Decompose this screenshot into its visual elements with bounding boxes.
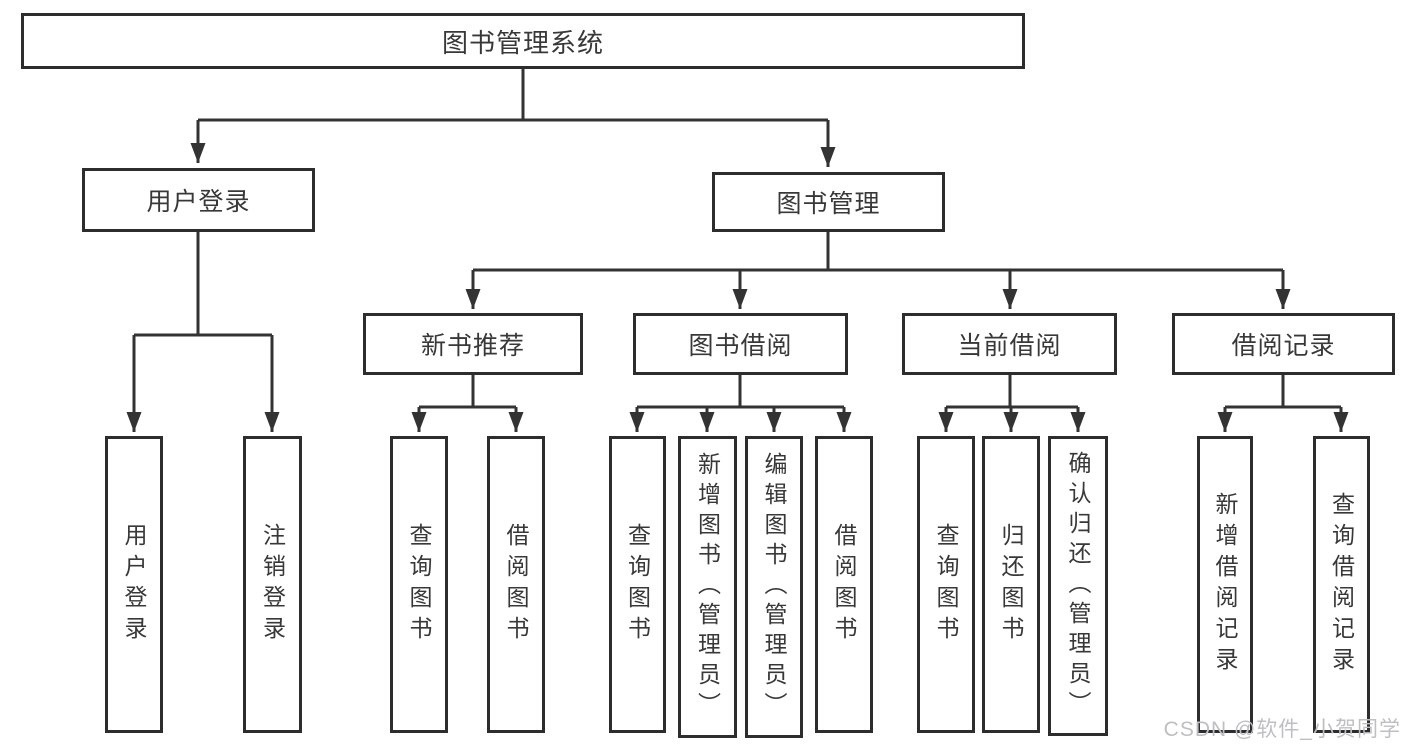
- leaf-query-books-recommend: 查询图书: [390, 436, 448, 733]
- leaf-query-borrow-record: 查询借阅记录: [1313, 436, 1370, 733]
- leaf-return-book: 归还图书: [982, 436, 1040, 733]
- node-borrowing-records: 借阅记录: [1172, 313, 1395, 375]
- leaf-confirm-return-admin: 确认归还（管理员）: [1048, 436, 1108, 736]
- leaf-borrow-books-recommend: 借阅图书: [487, 436, 545, 733]
- leaf-logout: 注销登录: [243, 436, 302, 733]
- node-user-login-branch: 用户登录: [82, 168, 315, 232]
- leaf-query-books-current: 查询图书: [917, 436, 975, 733]
- leaf-borrow-books-borrowing: 借阅图书: [815, 436, 873, 733]
- leaf-query-books-borrowing: 查询图书: [609, 436, 666, 733]
- leaf-add-borrow-record: 新增借阅记录: [1197, 436, 1253, 733]
- node-book-borrowing: 图书借阅: [633, 313, 848, 375]
- leaf-add-book-admin: 新增图书（管理员）: [678, 436, 737, 738]
- node-book-management-branch: 图书管理: [712, 172, 945, 232]
- node-library-management-system: 图书管理系统: [21, 13, 1025, 69]
- leaf-user-login: 用户登录: [105, 436, 163, 733]
- node-new-book-recommendation: 新书推荐: [363, 313, 583, 375]
- leaf-edit-book-admin: 编辑图书（管理员）: [745, 436, 803, 738]
- watermark-csdn: CSDN @软件_小贺同学: [1163, 718, 1401, 741]
- node-current-borrowing: 当前借阅: [902, 313, 1117, 375]
